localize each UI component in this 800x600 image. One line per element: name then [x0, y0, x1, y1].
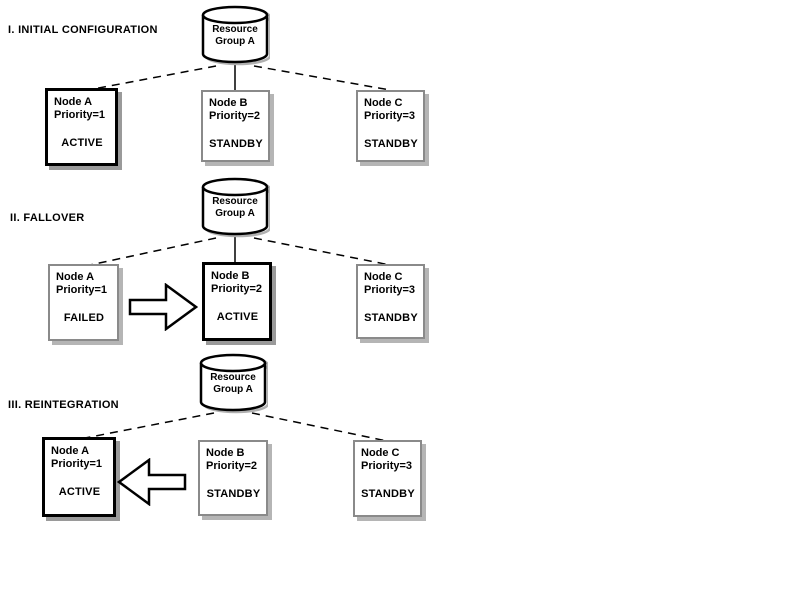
resource-group-label: Resource Group A: [212, 196, 258, 219]
database-cylinder-icon: [201, 177, 270, 238]
node-status: STANDBY: [209, 138, 263, 150]
node-priority: Priority=1: [54, 109, 106, 121]
node-priority: Priority=2: [211, 283, 263, 295]
section-title-fallover: II. FALLOVER: [10, 212, 85, 224]
resource-group-cylinder-3: Resource Group A: [198, 352, 268, 416]
node-priority: Priority=3: [361, 460, 413, 472]
node-priority: Priority=1: [51, 458, 103, 470]
node-priority: Priority=3: [364, 284, 416, 296]
node-status: ACTIVE: [216, 311, 259, 323]
resource-group-cylinder-1: Resource Group A: [200, 4, 270, 68]
node-b-box-initial: Node B Priority=2 STANDBY: [201, 90, 270, 162]
node-c-box-fallover: Node C Priority=3 STANDBY: [356, 264, 425, 339]
database-cylinder-icon: [201, 5, 270, 66]
reintegration-arrow-left-icon: [117, 458, 187, 506]
node-b-box-reintegration: Node B Priority=2 STANDBY: [198, 440, 268, 516]
section-title-reintegration: III. REINTEGRATION: [8, 399, 119, 411]
database-cylinder-icon: [199, 353, 268, 414]
node-priority: Priority=2: [209, 110, 261, 122]
node-c-box-reintegration: Node C Priority=3 STANDBY: [353, 440, 422, 517]
node-status: STANDBY: [364, 138, 418, 150]
node-status: ACTIVE: [61, 137, 103, 149]
resource-group-label: Resource Group A: [210, 372, 256, 395]
resource-group-label: Resource Group A: [212, 24, 258, 47]
node-name: Node B: [206, 447, 245, 459]
node-a-box-initial: Node A Priority=1 ACTIVE: [45, 88, 118, 166]
node-status: STANDBY: [361, 488, 415, 500]
node-status: STANDBY: [364, 312, 418, 324]
node-name: Node C: [364, 97, 403, 109]
node-priority: Priority=2: [206, 460, 258, 472]
node-name: Node A: [51, 445, 90, 457]
node-name: Node B: [211, 270, 250, 282]
node-b-box-fallover: Node B Priority=2 ACTIVE: [202, 262, 272, 341]
node-a-box-fallover: Node A Priority=1 FAILED: [48, 264, 119, 341]
node-priority: Priority=1: [56, 284, 108, 296]
resource-group-cylinder-2: Resource Group A: [200, 176, 270, 240]
node-name: Node C: [361, 447, 400, 459]
fallover-arrow-right-icon: [128, 283, 198, 331]
node-name: Node A: [54, 96, 93, 108]
node-name: Node A: [56, 271, 95, 283]
node-priority: Priority=3: [364, 110, 416, 122]
node-status: FAILED: [63, 312, 105, 324]
section-title-initial-configuration: I. INITIAL CONFIGURATION: [8, 24, 158, 36]
node-name: Node C: [364, 271, 403, 283]
node-a-box-reintegration: Node A Priority=1 ACTIVE: [42, 437, 116, 517]
node-status: ACTIVE: [58, 486, 101, 498]
node-name: Node B: [209, 97, 248, 109]
node-c-box-initial: Node C Priority=3 STANDBY: [356, 90, 425, 162]
node-status: STANDBY: [206, 488, 261, 500]
